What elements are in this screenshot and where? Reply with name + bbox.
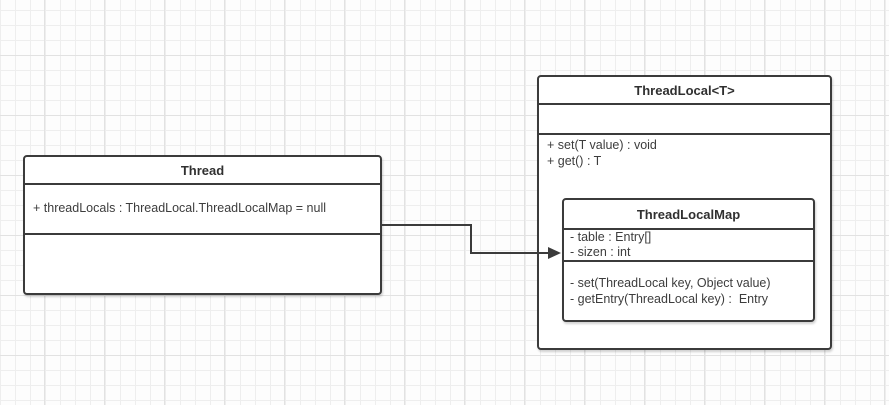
threadlocalmap-method-getentry: - getEntry(ThreadLocal key) : Entry [570, 291, 768, 306]
threadlocalmap-methods-section: - set(ThreadLocal key, Object value) - g… [564, 262, 813, 320]
thread-attributes-section: + threadLocals : ThreadLocal.ThreadLocal… [25, 185, 380, 235]
threadlocalmap-attribute-sizen: - sizen : int [570, 245, 631, 259]
class-box-threadlocalmap[interactable]: ThreadLocalMap - table : Entry[] - sizen… [562, 198, 815, 322]
class-title-threadlocal: ThreadLocal<T> [539, 77, 830, 105]
threadlocal-methods-section: + set(T value) : void + get() : T [539, 135, 830, 348]
thread-methods-section-empty [25, 235, 380, 293]
threadlocal-method-set: + set(T value) : void [547, 138, 657, 152]
threadlocal-method-get: + get() : T [547, 153, 602, 168]
class-title-threadlocalmap: ThreadLocalMap [564, 200, 813, 230]
class-box-thread[interactable]: Thread + threadLocals : ThreadLocal.Thre… [23, 155, 382, 295]
connector-line[interactable] [382, 224, 549, 254]
thread-attribute-threadlocals: + threadLocals : ThreadLocal.ThreadLocal… [33, 201, 327, 216]
threadlocalmap-attribute-table: - table : Entry[] [570, 229, 652, 244]
class-box-threadlocal[interactable]: ThreadLocal<T> + set(T value) : void + g… [537, 75, 832, 350]
threadlocalmap-attributes-section: - table : Entry[] - sizen : int [564, 230, 813, 262]
threadlocalmap-method-set: - set(ThreadLocal key, Object value) [570, 276, 771, 290]
class-title-thread: Thread [25, 157, 380, 185]
threadlocal-attributes-section-empty [539, 105, 830, 135]
